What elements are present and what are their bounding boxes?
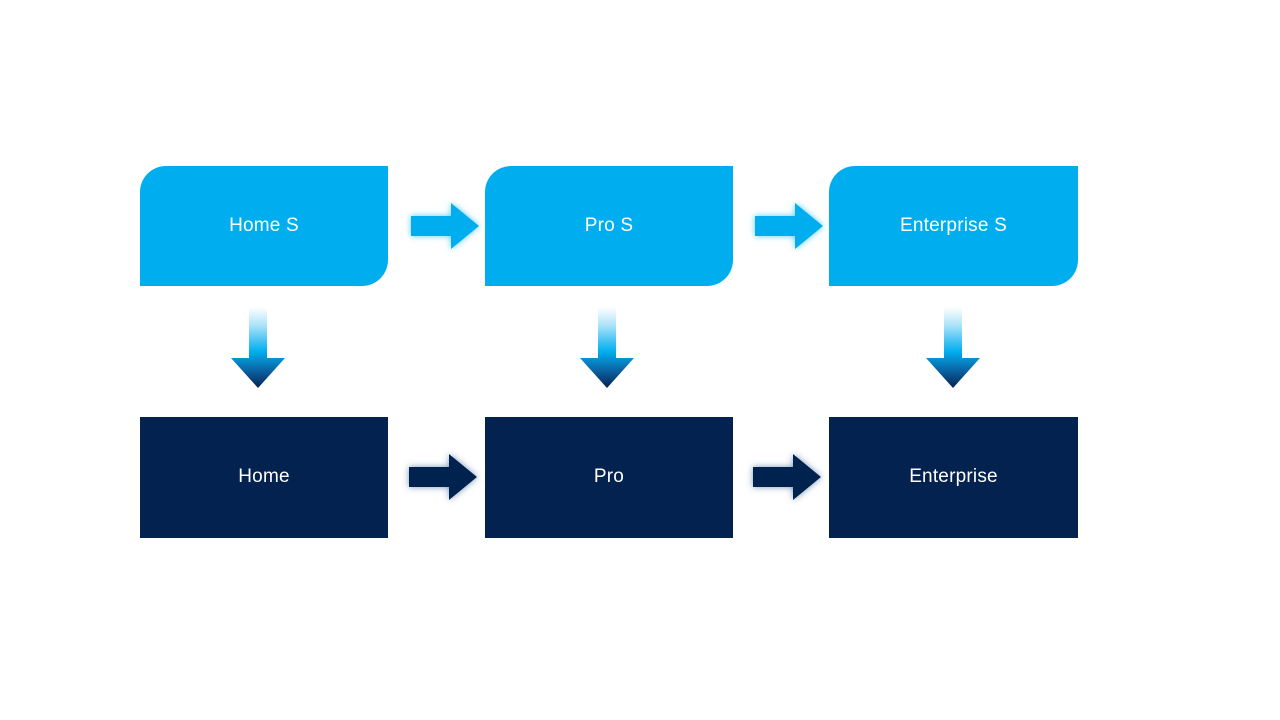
- node-label: Home S: [229, 214, 299, 236]
- node-label: Pro S: [584, 214, 634, 236]
- node-label: Pro: [593, 466, 625, 488]
- arrow-pro-s-to-enterprise-s-icon: [753, 200, 825, 252]
- arrow-pro-to-enterprise-icon: [751, 451, 823, 503]
- node-home[interactable]: Home: [140, 417, 388, 538]
- arrow-enterprise-s-to-enterprise-icon: [924, 306, 982, 390]
- arrow-pro-s-to-pro-icon: [578, 306, 636, 390]
- node-label: Enterprise: [909, 466, 998, 488]
- arrow-home-to-pro-icon: [407, 451, 479, 503]
- node-label: Home: [238, 466, 290, 488]
- arrow-home-s-to-pro-s-icon: [409, 200, 481, 252]
- node-pro-s[interactable]: Pro S: [485, 166, 733, 286]
- node-label: Enterprise S: [900, 214, 1007, 236]
- node-pro[interactable]: Pro: [485, 417, 733, 538]
- arrow-home-s-to-home-icon: [229, 306, 287, 390]
- node-enterprise-s[interactable]: Enterprise S: [829, 166, 1078, 286]
- node-home-s[interactable]: Home S: [140, 166, 388, 286]
- node-enterprise[interactable]: Enterprise: [829, 417, 1078, 538]
